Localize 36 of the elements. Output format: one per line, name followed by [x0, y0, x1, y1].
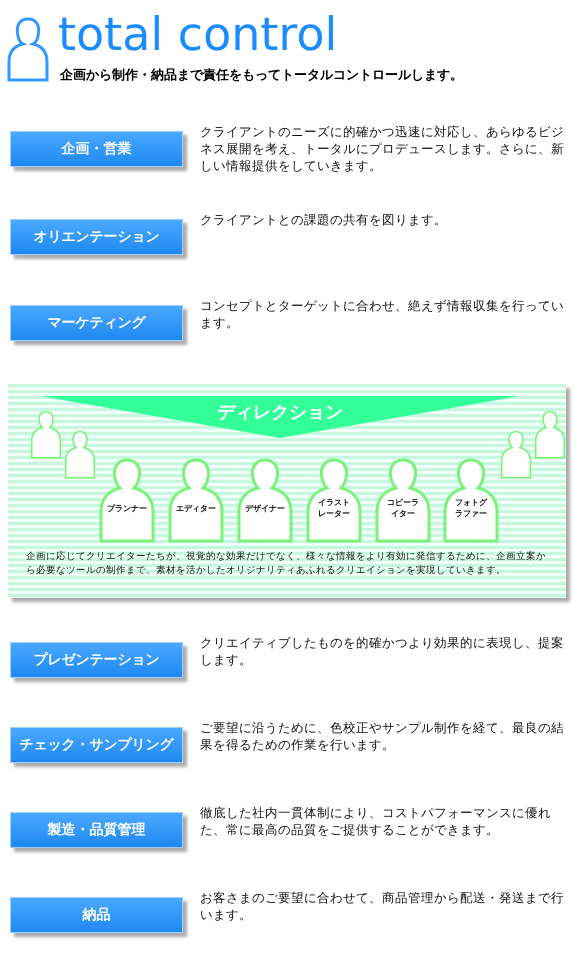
- title: total control: [58, 8, 338, 60]
- person-figure: [30, 410, 62, 460]
- step-box: プレゼンテーション: [10, 642, 183, 678]
- person-figure: [305, 457, 363, 545]
- step-box: 企画・営業: [10, 131, 183, 167]
- description-text: お客さまのご要望に合わせて、商品管理から配送・発送まで行います。: [200, 889, 565, 923]
- role-label: フォトグラファー: [454, 497, 488, 519]
- description-text: ご要望に沿うために、色校正やサンプル制作を経て、最良の結果を得るための作業を行います。: [200, 719, 565, 753]
- role-label: イラストレーター: [317, 497, 351, 519]
- person-figure: [64, 430, 96, 480]
- description-text: クライアントのニーズに的確かつ迅速に対応し、あらゆるビジネス展開を考え、トータルにプロデュースします。さらに、新しい情報提供をしていきます。: [200, 123, 565, 174]
- role-label: プランナー: [106, 503, 148, 514]
- person-figure: [236, 457, 294, 545]
- step-box: マーケティング: [10, 305, 183, 341]
- role-label: コピーライター: [386, 497, 420, 519]
- role-label: エディター: [175, 503, 217, 514]
- role-label: デザイナー: [244, 503, 286, 514]
- person-figure: [374, 457, 432, 545]
- step-box: 納品: [10, 897, 183, 933]
- description-text: クライアントとの課題の共有を図ります。: [200, 211, 448, 228]
- person-figure: [98, 457, 156, 545]
- band-panel: [8, 384, 566, 598]
- description-text: 徹底した社内一貫体制により、コストパフォーマンスに優れた、常に最高の品質をご提供することができます。: [200, 804, 552, 838]
- description-text: クリエイティブしたものを的確かつより効果的に表現し、提案します。: [200, 634, 565, 668]
- step-box: チェック・サンプリング: [10, 727, 183, 763]
- chevron-label: ディレクション: [216, 401, 344, 424]
- chevron-arrow: [40, 396, 520, 438]
- description-text: 企画に応じてクリエイターたちが、視覚的な効果だけでなく、様々な情報をより有効に発信するために、企画立案から必要なツールの制作まで、素材を活かしたオリジナリティあふれるクリエイションを実現していきます。: [26, 550, 547, 578]
- person-figure: [167, 457, 225, 545]
- step-box: オリエンテーション: [10, 219, 183, 255]
- person-figure: [534, 410, 566, 460]
- person-figure: [442, 457, 500, 545]
- person-figure: [500, 430, 532, 480]
- step-box: 製造・品質管理: [10, 812, 183, 848]
- description-text: コンセプトとターゲットに合わせ、絶えず情報収集を行っています。: [200, 297, 565, 331]
- subtitle: 企画から制作・納品まで責任をもってトータルコントロールします。: [60, 67, 463, 84]
